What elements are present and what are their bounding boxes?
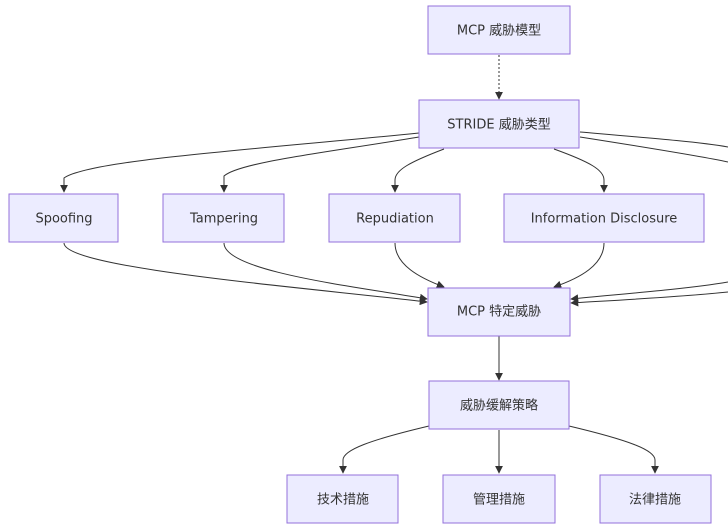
node-label-management-measures: 管理措施 xyxy=(473,493,525,508)
edge-stride-offscreen-2 xyxy=(579,136,728,163)
edge-stride-offscreen-1 xyxy=(579,131,728,148)
edge-stride-to-repudiation xyxy=(391,148,445,193)
edge-mitigation-to-technical xyxy=(339,425,430,474)
edge-mitigation-to-legal xyxy=(568,425,659,474)
node-label-mcp-threat-model: MCP 威胁模型 xyxy=(457,24,541,39)
node-label-mcp-specific-threats: MCP 特定威胁 xyxy=(457,305,541,320)
node-label-information-disclosure: Information Disclosure xyxy=(531,212,678,227)
node-legal-measures[interactable]: 法律措施 xyxy=(599,474,712,524)
edge-stride-to-tampering xyxy=(220,136,420,193)
edge-spoofing-to-mcp-specific xyxy=(63,242,428,306)
node-mcp-specific-threats[interactable]: MCP 特定威胁 xyxy=(427,287,571,337)
node-label-legal-measures: 法律措施 xyxy=(629,493,681,508)
node-label-spoofing: Spoofing xyxy=(35,212,92,227)
node-technical-measures[interactable]: 技术措施 xyxy=(286,474,399,524)
nodes: MCP 威胁模型 STRIDE 威胁类型 Spoofing Tampering … xyxy=(8,5,712,524)
node-label-tampering: Tampering xyxy=(189,212,258,227)
node-management-measures[interactable]: 管理措施 xyxy=(442,474,556,524)
node-stride-threat-types[interactable]: STRIDE 威胁类型 xyxy=(418,99,580,149)
edge-offscreen-to-mcp-specific-1 xyxy=(570,281,728,303)
edge-repudiation-to-mcp-specific xyxy=(394,242,445,289)
edge-info-disclosure-to-mcp-specific xyxy=(553,242,605,289)
node-threat-mitigation[interactable]: 威胁缓解策略 xyxy=(428,380,570,430)
node-label-stride-threat-types: STRIDE 威胁类型 xyxy=(447,118,550,133)
node-information-disclosure[interactable]: Information Disclosure xyxy=(503,193,705,243)
node-repudiation[interactable]: Repudiation xyxy=(328,193,461,243)
edge-stride-to-info-disclosure xyxy=(553,148,608,193)
node-tampering[interactable]: Tampering xyxy=(162,193,285,243)
edge-tampering-to-mcp-specific xyxy=(223,242,428,302)
node-label-repudiation: Repudiation xyxy=(356,212,434,227)
node-label-threat-mitigation: 威胁缓解策略 xyxy=(460,398,538,414)
node-spoofing[interactable]: Spoofing xyxy=(8,193,119,243)
edge-stride-to-spoofing xyxy=(60,132,420,193)
edge-offscreen-to-mcp-specific-2 xyxy=(570,291,728,307)
edges xyxy=(60,55,728,474)
node-label-technical-measures: 技术措施 xyxy=(317,493,369,508)
node-mcp-threat-model[interactable]: MCP 威胁模型 xyxy=(427,5,571,55)
